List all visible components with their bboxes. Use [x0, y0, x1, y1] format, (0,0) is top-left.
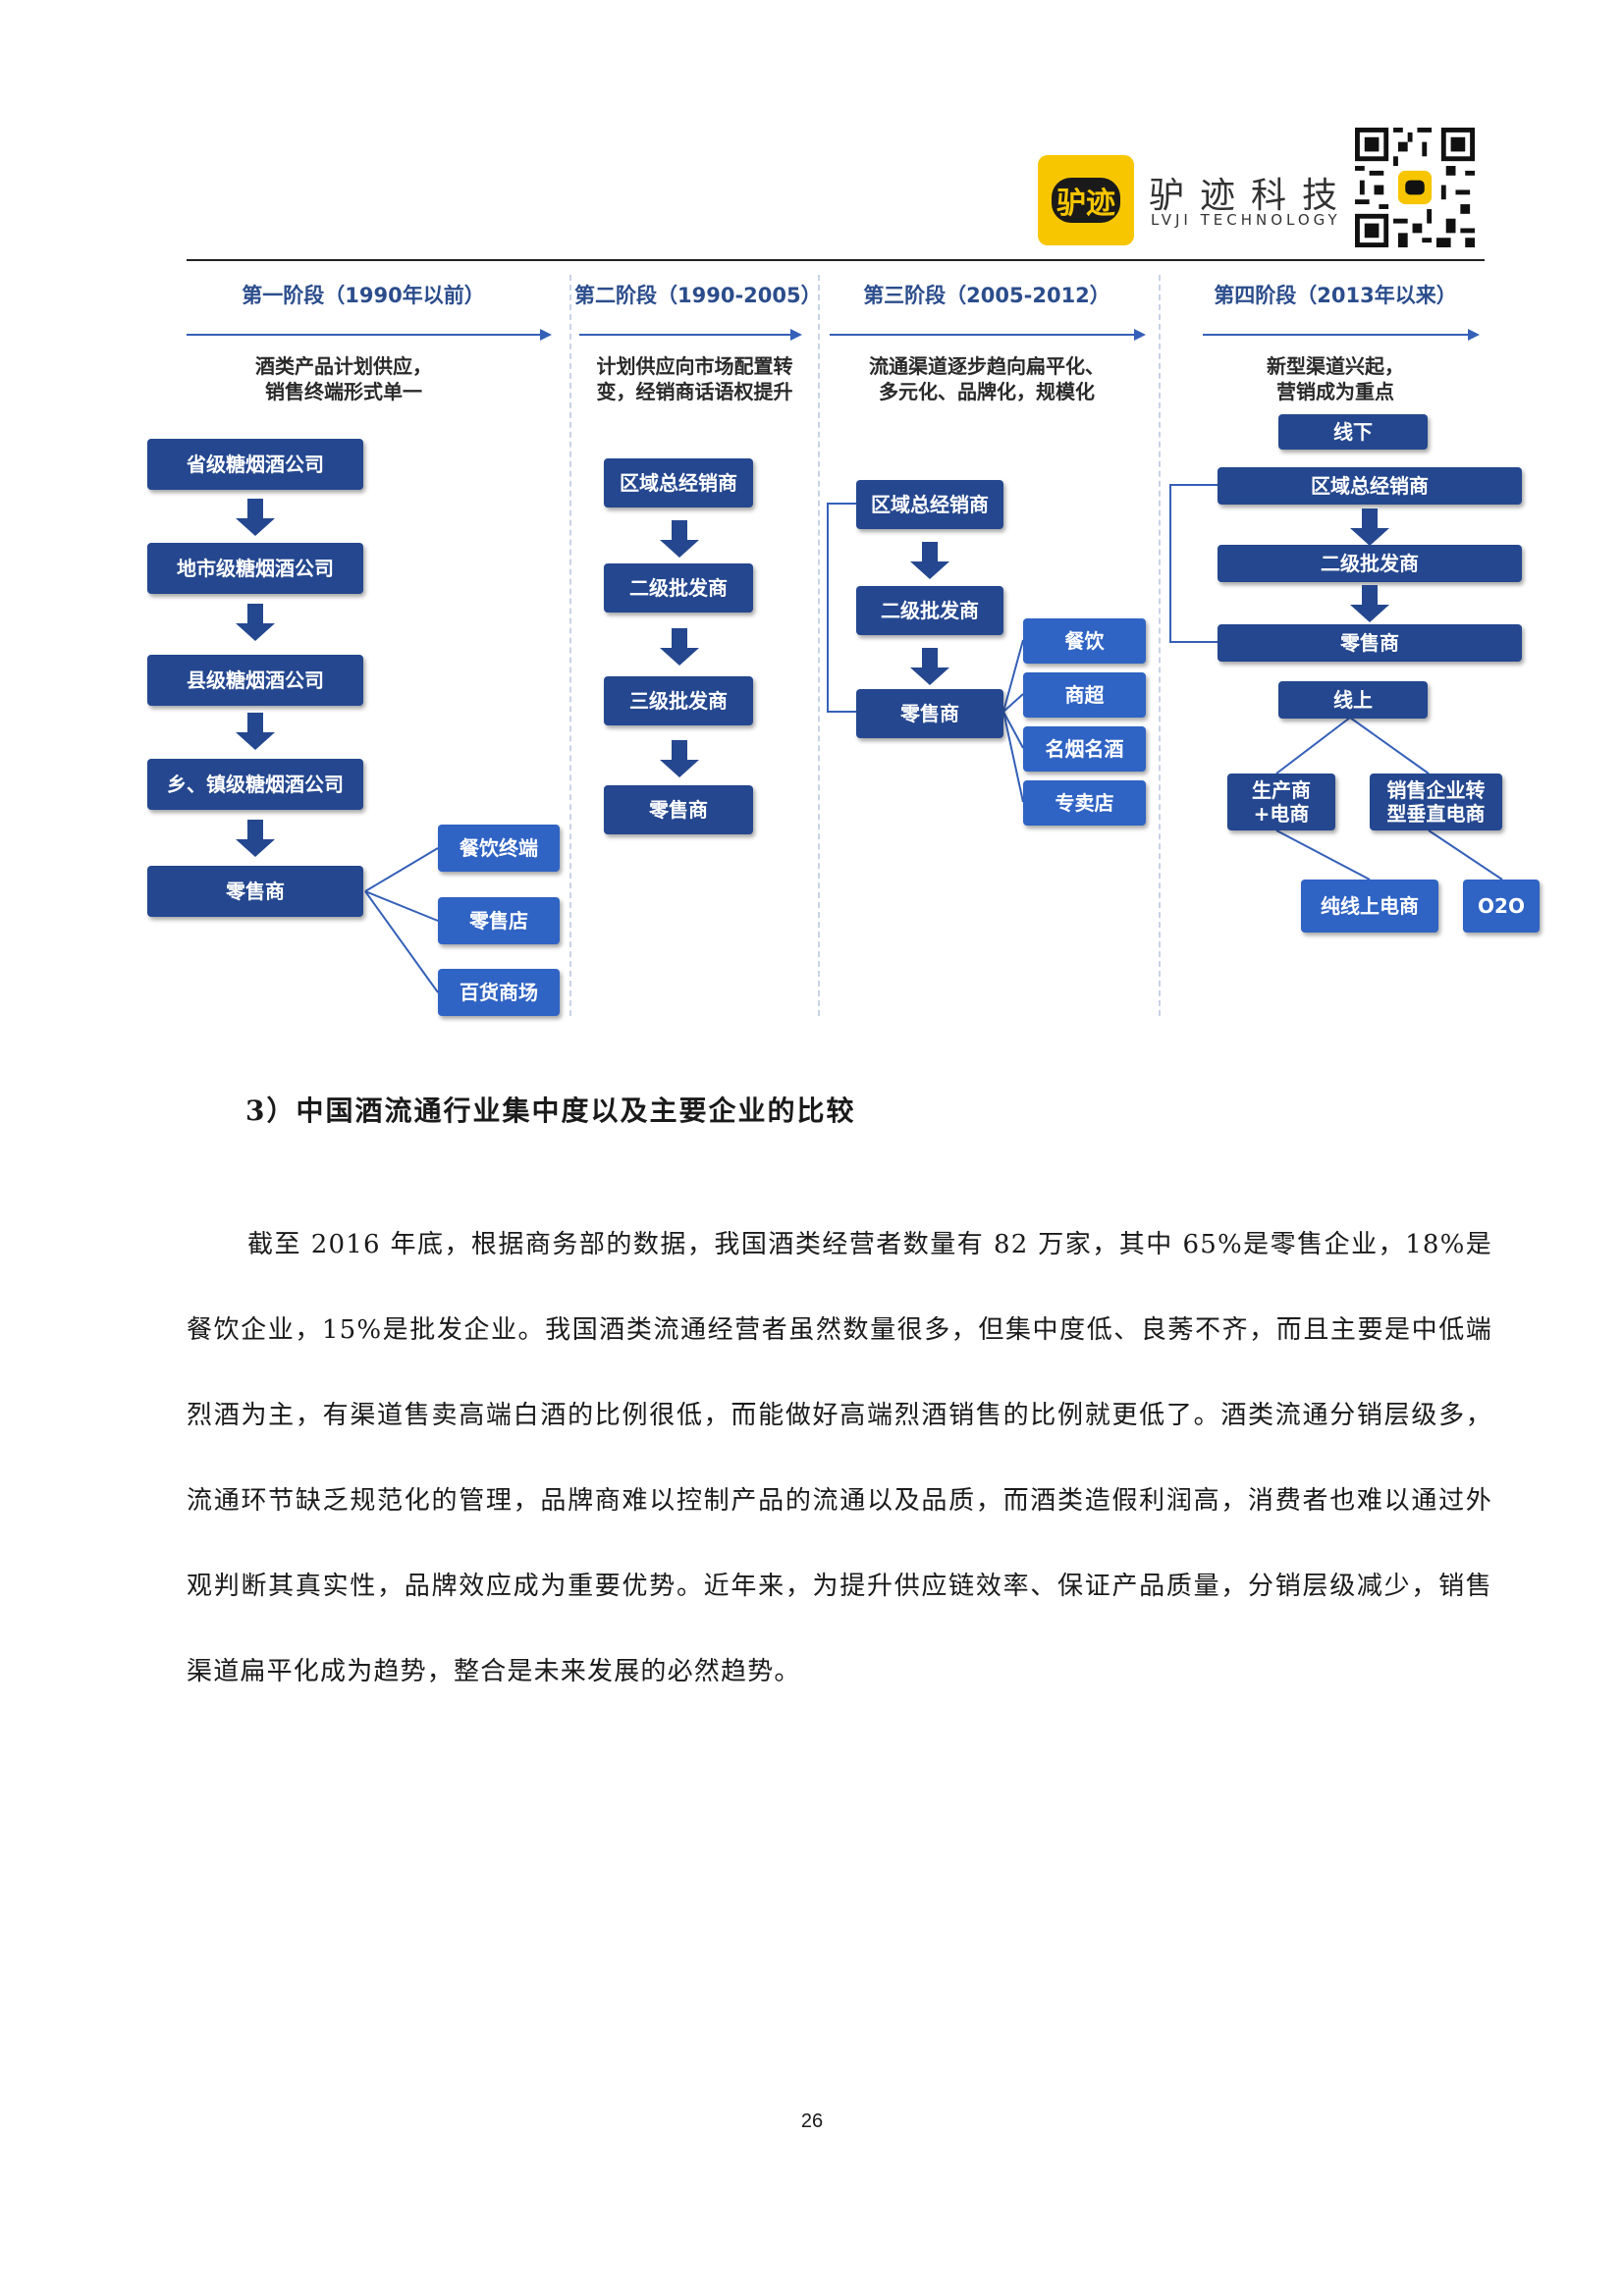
stage-2-desc-line: 变，经销商话语权提升	[596, 380, 793, 403]
connector-lines	[364, 484, 1503, 993]
node-regional-distributor: 区域总经销商	[604, 458, 753, 507]
stage-3-desc-line: 多元化、品牌化，规模化	[879, 380, 1095, 403]
node-regional-distributor: 区域总经销商	[1218, 467, 1522, 505]
page-number: 26	[800, 2110, 824, 2132]
online-label: 线上	[1278, 681, 1428, 719]
node-township-company: 乡、镇级糖烟酒公司	[147, 759, 363, 810]
body-paragraph: 截至 2016 年底，根据商务部的数据，我国酒类经营者数量有 82 万家，其中 …	[187, 1230, 1492, 1686]
stage-1-arrow	[187, 329, 552, 341]
stage-3-desc: 流通渠道逐步趋向扁平化、 多元化、品牌化，规模化	[830, 353, 1144, 404]
stage-4-desc-line: 新型渠道兴起，	[1267, 354, 1404, 378]
section-title: 3）中国酒流通行业集中度以及主要企业的比较	[245, 1095, 856, 1127]
stage-2-desc: 计划供应向市场配置转 变，经销商话语权提升	[574, 353, 815, 404]
node-third-wholesaler: 三级批发商	[604, 676, 753, 725]
offline-label: 线下	[1278, 414, 1428, 450]
node-vertical-ecommerce: 销售企业转型垂直电商	[1370, 774, 1502, 830]
node-o2o: O2O	[1463, 880, 1540, 933]
stage-2-arrow	[579, 329, 802, 341]
stage-4-title: 第四阶段（2013年以来）	[1214, 284, 1457, 307]
stage-separator	[818, 275, 820, 1016]
branch-supermarket: 商超	[1023, 672, 1146, 718]
brand-logo: 驴迹	[1038, 155, 1134, 245]
channel-evolution-diagram: 第一阶段（1990年以前） 第二阶段（1990-2005） 第三阶段（2005-…	[0, 0, 1624, 1041]
logo-text: 驴迹	[1052, 178, 1120, 223]
stage-3-arrow	[830, 329, 1146, 341]
stage-1-desc-line: 酒类产品计划供应，	[255, 354, 432, 378]
node-producer-ecommerce: 生产商+电商	[1227, 774, 1335, 830]
node-retailer: 零售商	[147, 866, 363, 917]
stage-3-desc-line: 流通渠道逐步趋向扁平化、	[869, 354, 1105, 378]
brand-name-cn: 驴迹科技	[1149, 176, 1354, 216]
node-regional-distributor: 区域总经销商	[856, 480, 1003, 529]
stage-1-title: 第一阶段（1990年以前）	[242, 284, 485, 307]
node-pure-online-ecommerce: 纯线上电商	[1301, 880, 1438, 933]
branch-catering: 餐饮	[1023, 618, 1146, 664]
stage-4-arrow	[1203, 329, 1480, 341]
stage-separator	[569, 275, 571, 1016]
branch-tobacco-liquor-store: 名烟名酒	[1023, 726, 1146, 772]
header-rule	[187, 259, 1485, 261]
node-retailer: 零售商	[856, 689, 1003, 738]
stage-1-desc: 酒类产品计划供应， 销售终端形式单一	[196, 353, 491, 404]
branch-department-store: 百货商场	[438, 969, 560, 1016]
brand-name-en: LVJI TECHNOLOGY	[1151, 211, 1341, 229]
stage-2-desc-line: 计划供应向市场配置转	[596, 354, 793, 378]
stage-2-title: 第二阶段（1990-2005）	[574, 284, 822, 307]
branch-catering-terminal: 餐饮终端	[438, 825, 560, 872]
qr-code-icon	[1355, 128, 1475, 247]
node-city-company: 地市级糖烟酒公司	[147, 543, 363, 594]
node-second-wholesaler: 二级批发商	[856, 586, 1003, 635]
branch-specialty-store: 专卖店	[1023, 780, 1146, 826]
branch-retail-store: 零售店	[438, 897, 560, 944]
stage-separator	[1159, 275, 1161, 1016]
node-provincial-company: 省级糖烟酒公司	[147, 439, 363, 490]
node-retailer: 零售商	[1218, 624, 1522, 662]
stage-3-title: 第三阶段（2005-2012）	[863, 284, 1110, 307]
stage-4-desc: 新型渠道兴起， 营销成为重点	[1208, 353, 1463, 404]
node-second-wholesaler: 二级批发商	[1218, 545, 1522, 582]
stage-1-desc-line: 销售终端形式单一	[265, 380, 422, 403]
node-second-wholesaler: 二级批发商	[604, 563, 753, 613]
node-retailer: 零售商	[604, 785, 753, 834]
node-county-company: 县级糖烟酒公司	[147, 655, 363, 706]
stage-4-desc-line: 营销成为重点	[1276, 380, 1394, 403]
